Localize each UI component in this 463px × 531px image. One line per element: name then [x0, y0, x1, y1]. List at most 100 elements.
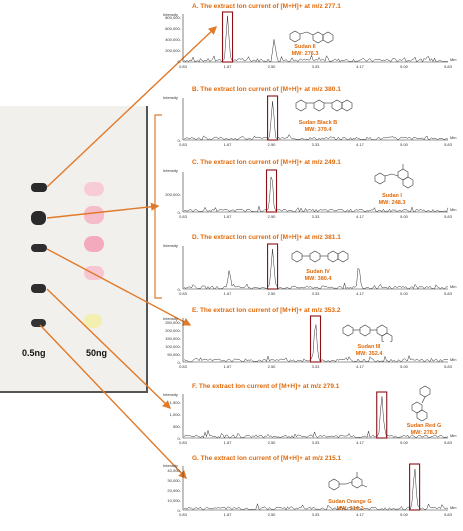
panel-title: E. The extract Ion current of [M+H]+ at … — [192, 307, 341, 314]
x-tick-label: 5.00 — [400, 64, 409, 69]
x-tick-label: 3.33 — [312, 440, 321, 445]
left-spot-3 — [31, 244, 47, 252]
x-tick-label: 0.83 — [179, 291, 188, 296]
right-spot-1 — [84, 182, 104, 196]
x-tick-label: 0.83 — [179, 142, 188, 147]
y-tick: 200,000- — [165, 192, 181, 197]
x-tick-label: 5.00 — [400, 364, 409, 369]
x-tick-label: 3.33 — [312, 64, 321, 69]
right-spot-5 — [84, 314, 102, 328]
y-tick: 0- — [177, 360, 181, 365]
y-tick: 200,000- — [165, 328, 181, 333]
y-tick: 0- — [177, 210, 181, 215]
compound-mw: MW: 276.3 — [291, 51, 319, 57]
chromatogram-line — [183, 101, 449, 141]
panel-title: A. The extract Ion current of [M+H]+ at … — [192, 3, 341, 10]
peak-highlight-box — [267, 243, 279, 290]
left-spot-1 — [31, 183, 47, 192]
x-unit-label: Min — [450, 207, 456, 212]
x-tick-label: 5.00 — [400, 440, 409, 445]
right-spot-2 — [84, 206, 104, 224]
label-50ng: 50ng — [86, 348, 108, 358]
x-unit-label: Min — [450, 357, 456, 362]
y-tick: 400,000- — [165, 37, 181, 42]
x-tick-label: 3.33 — [312, 142, 321, 147]
x-tick-label: 5.83 — [444, 142, 453, 147]
compound-name: Sudan I — [382, 193, 402, 199]
panel-title: G. The extract Ion current of [M+H]+ at … — [192, 455, 342, 462]
peak-highlight-box — [376, 391, 388, 439]
x-tick-label: 1.67 — [224, 291, 233, 296]
y-axis-label: Intensity — [163, 243, 178, 248]
compound-mw: MW: 380.4 — [304, 276, 332, 282]
x-tick-label: 2.50 — [268, 142, 277, 147]
x-tick-label: 5.83 — [444, 364, 453, 369]
x-tick-label: 1.67 — [224, 142, 233, 147]
x-tick-label: 5.00 — [400, 512, 409, 517]
molecule-sudan-black-b — [295, 99, 353, 112]
y-tick: 250,000- — [165, 320, 181, 325]
left-spot-4 — [31, 284, 46, 293]
x-tick-label: 2.50 — [268, 364, 277, 369]
compound-name: Sudan II — [294, 44, 316, 50]
molecule-sudan-orange-g — [328, 472, 368, 491]
panel-title: F. The extract Ion current of [M+H]+ at … — [192, 383, 340, 390]
x-tick-label: 0.83 — [179, 64, 188, 69]
y-tick: 0- — [177, 436, 181, 441]
x-tick-label: 1.67 — [224, 364, 233, 369]
peak-highlight-box — [267, 95, 279, 141]
y-tick: 800,000- — [165, 15, 181, 20]
y-tick: 500- — [172, 424, 181, 429]
x-tick-label: 5.00 — [400, 142, 409, 147]
y-axis-label: Intensity — [163, 392, 178, 397]
x-unit-label: Min — [450, 57, 456, 62]
axis-lines — [182, 98, 448, 141]
x-tick-label: 0.83 — [179, 440, 188, 445]
x-tick-label: 5.83 — [444, 64, 453, 69]
x-tick-label: 4.17 — [356, 364, 365, 369]
y-tick: 100,000- — [165, 344, 181, 349]
x-tick-label: 2.50 — [268, 512, 277, 517]
y-tick: 600,000- — [165, 26, 181, 31]
y-axis-label: Intensity — [163, 463, 178, 468]
x-tick-label: 3.33 — [312, 364, 321, 369]
left-spot-5 — [31, 319, 46, 327]
axis-lines — [182, 246, 448, 290]
x-tick-label: 5.83 — [444, 291, 453, 296]
peak-highlight-box — [265, 169, 278, 213]
panel-title: D. The extract Ion current of [M+H]+ at … — [192, 234, 341, 241]
compound-mw: MW: 379.4 — [304, 127, 332, 133]
y-axis-label: Intensity — [163, 12, 178, 17]
tlc-plate: 0.5ng 50ng — [0, 106, 148, 393]
x-tick-label: 5.83 — [444, 214, 453, 219]
chromatogram-line — [183, 324, 449, 363]
x-tick-label: 5.83 — [444, 440, 453, 445]
x-tick-label: 2.50 — [268, 214, 277, 219]
arrow-a — [46, 26, 218, 188]
x-tick-label: 1.67 — [224, 440, 233, 445]
compound-name: Sudan Black B — [298, 120, 338, 126]
y-tick: 20,000- — [167, 488, 181, 493]
y-tick: 0- — [177, 508, 181, 513]
x-unit-label: Min — [450, 135, 456, 140]
compound-name: Sudan Red G — [406, 423, 442, 429]
y-tick: 40,000- — [167, 468, 181, 473]
compound-mw: MW: 248.3 — [378, 200, 406, 206]
chromatogram-line — [183, 248, 449, 290]
peak-highlight-box — [221, 11, 234, 63]
x-tick-label: 4.17 — [356, 291, 365, 296]
y-tick: 30,000- — [167, 478, 181, 483]
x-tick-label: 3.33 — [312, 512, 321, 517]
panel-title: C. The extract Ion current of [M+H]+ at … — [192, 159, 341, 166]
arrow-e — [46, 248, 192, 326]
x-tick-label: 2.50 — [268, 64, 277, 69]
y-axis-label: Intensity — [163, 95, 178, 100]
compound-mw: MW: 278.3 — [410, 430, 438, 436]
bracket-bcd — [154, 114, 162, 299]
compound-name: Sudan III — [357, 344, 381, 350]
y-tick: 200,000- — [165, 48, 181, 53]
molecule-sudan-iv — [291, 250, 349, 263]
arrow-g — [39, 324, 187, 480]
x-tick-label: 0.83 — [179, 512, 188, 517]
